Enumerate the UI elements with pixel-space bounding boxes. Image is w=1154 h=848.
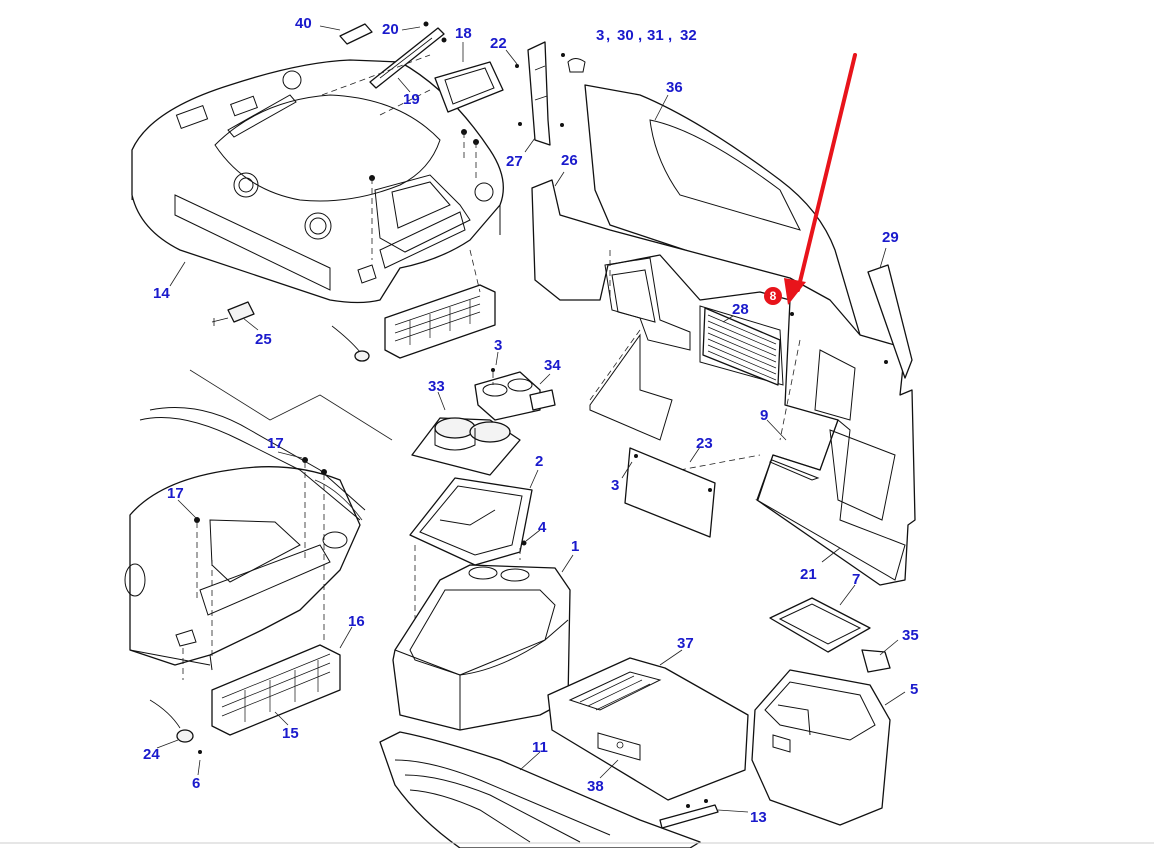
part-34-cupholder-insert [474,371,556,421]
callout-sep-1: , [606,27,610,44]
callout-18: 18 [455,25,472,42]
callout-15: 15 [282,725,299,742]
callout-9: 9 [760,407,768,424]
callout-24: 24 [143,746,160,763]
part-37-storage-lid [547,657,749,801]
callout-20: 20 [382,21,399,38]
part-14-upper-shell [131,59,504,304]
callout-25: 25 [255,331,272,348]
callout-37: 37 [677,635,694,652]
callout-22: 22 [490,35,507,52]
callout-16: 16 [348,613,365,630]
part-15-vent [211,644,341,736]
part-vent-upper [384,284,496,359]
part-3-clip-top [567,58,586,73]
part-24-sensor-lower [149,699,202,754]
callout-5: 5 [910,681,918,698]
callout-3-top: 3 [596,27,604,44]
part-8-marker: 8 [764,287,782,305]
part-1-center-console [392,564,571,731]
callout-labels: 40 20 18 22 3 , 30 , 31 , 32 19 36 27 26… [143,15,919,826]
callout-21: 21 [800,566,817,583]
part-lower-shell-view [124,407,366,671]
callout-35: 35 [902,627,919,644]
callout-34: 34 [544,357,561,374]
callout-13: 13 [750,809,767,826]
part-24-sensor-upper [331,325,370,362]
callout-19: 19 [403,91,420,108]
part-23-plate [624,447,716,538]
part-7-gasket [769,597,871,653]
callout-3-low: 3 [611,477,619,494]
callout-17-b: 17 [167,485,184,502]
part-40-clip [339,23,373,45]
part-2-tray [409,477,533,566]
part-18-bezel [434,61,504,113]
callout-sep-3: , [668,27,672,44]
highlight-arrow [796,53,857,292]
part-20-19-strip [369,21,447,89]
part-27-pillar [515,41,565,146]
callout-7: 7 [852,571,860,588]
callout-11: 11 [532,739,548,756]
marker-label: 8 [770,289,777,303]
callout-sep-2: , [638,27,642,44]
part-35-bracket [861,649,891,673]
part-5-storage-box [751,669,891,826]
callout-17-a: 17 [267,435,284,452]
highlight-arrow-head [784,278,806,305]
callout-32: 32 [680,27,697,44]
callout-4: 4 [538,519,547,536]
leader-lines [156,25,906,813]
part-28-grille [702,307,781,386]
part-11-floor-tray [379,731,701,848]
part-26-back-wall [531,179,916,586]
part-13-strip [659,799,719,829]
callout-3-mid: 3 [494,337,502,354]
callout-28: 28 [732,301,749,318]
callout-27: 27 [506,153,523,170]
callout-6: 6 [192,775,200,792]
part-33-cupholder-mat [411,417,521,476]
part-29-trim [867,264,913,379]
callout-2: 2 [535,453,543,470]
callout-30: 30 [617,27,634,44]
callout-23: 23 [696,435,713,452]
callout-33: 33 [428,378,445,395]
callout-29: 29 [882,229,899,246]
callout-26: 26 [561,152,578,169]
callout-40: 40 [295,15,312,32]
part-25-switch [211,301,255,326]
callout-1: 1 [571,538,579,555]
callout-38: 38 [587,778,604,795]
part-21-floor-mat [589,329,906,581]
callout-36: 36 [666,79,683,96]
callout-14: 14 [153,285,170,302]
callout-31: 31 [647,27,664,44]
